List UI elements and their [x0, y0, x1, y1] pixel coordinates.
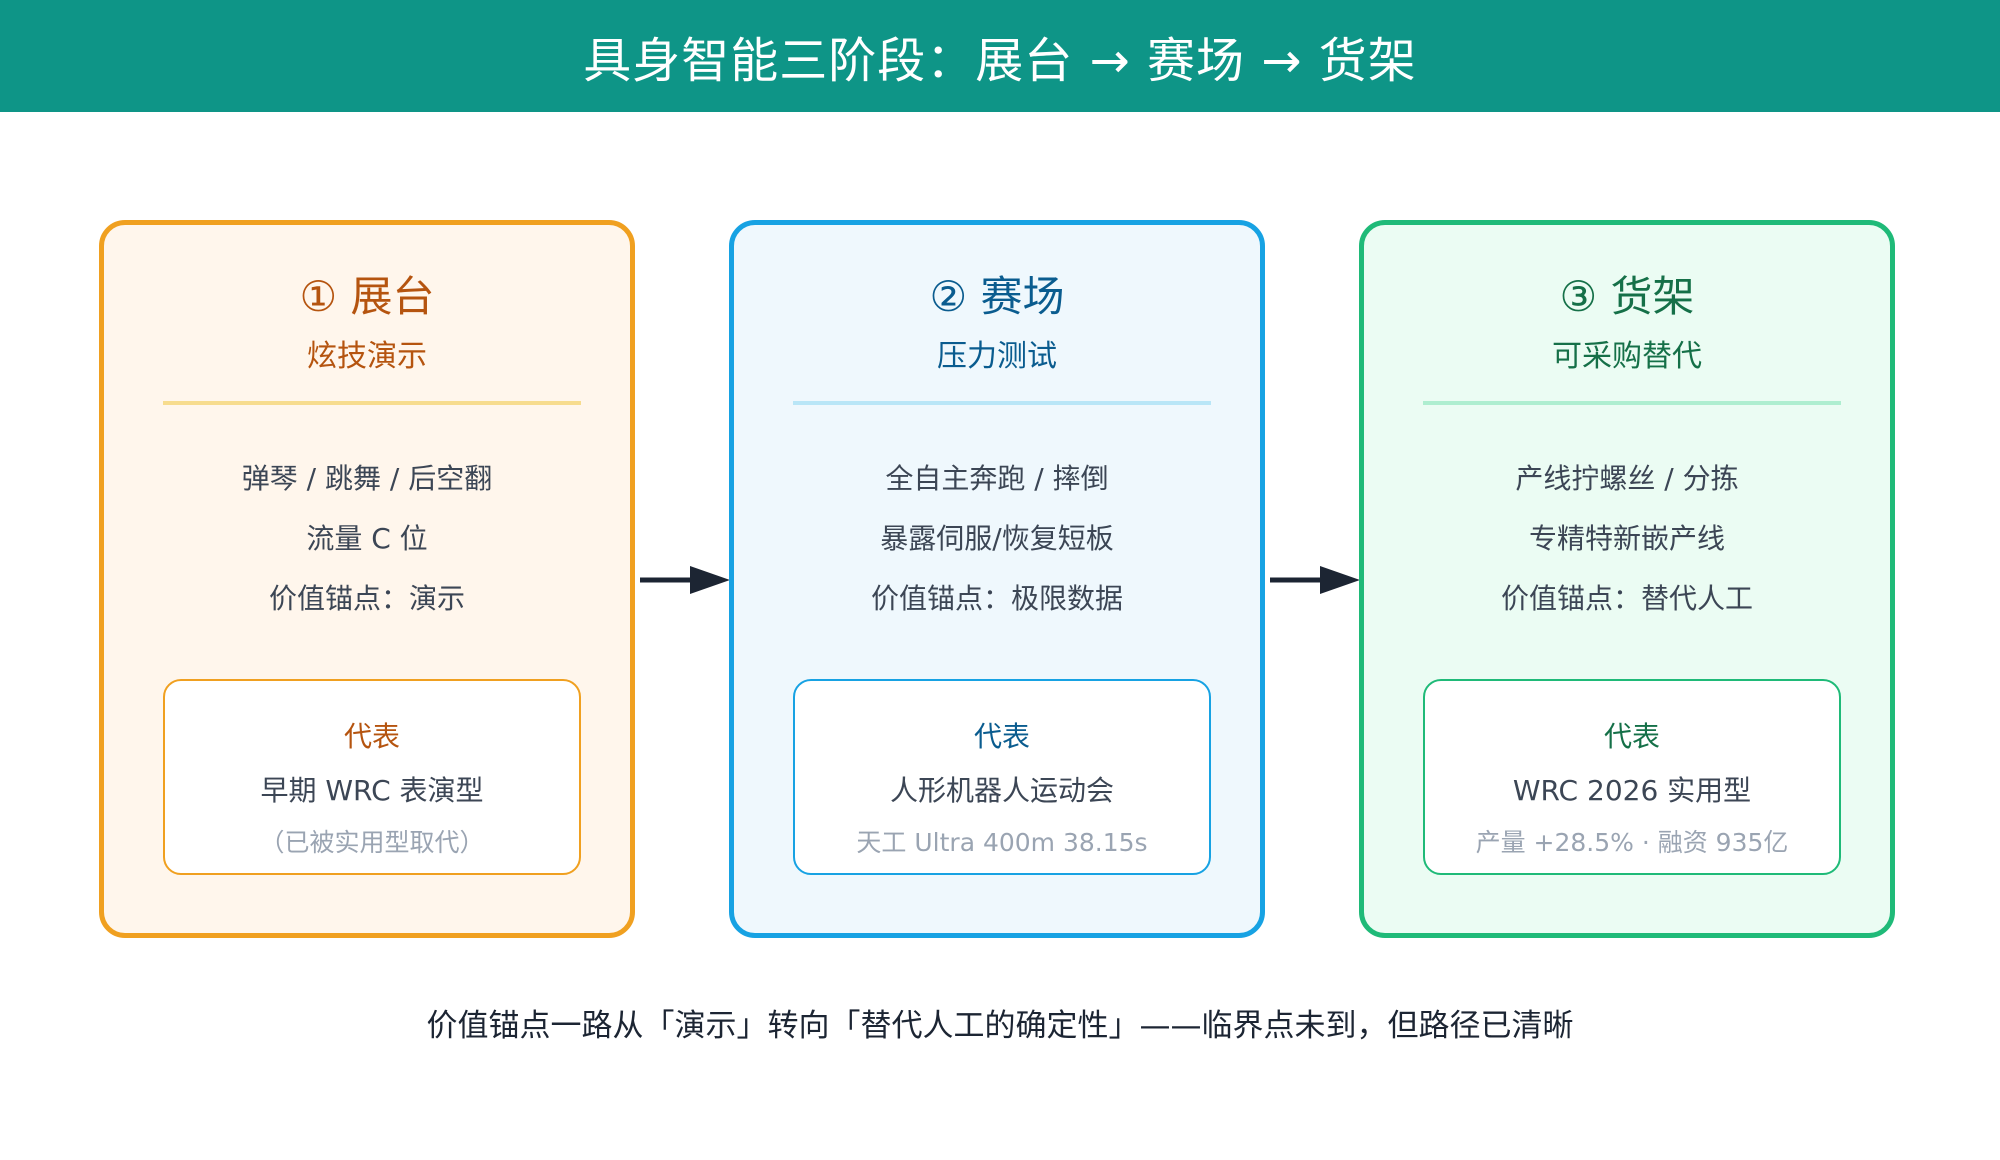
representative-box: 代表 早期 WRC 表演型 （已被实用型取代） — [163, 679, 581, 875]
stage-card-shelf: ③ 货架 可采购替代 产线拧螺丝 / 分拣 专精特新嵌产线 价值锚点：替代人工 … — [1359, 220, 1895, 938]
stage-bullets: 全自主奔跑 / 摔倒 暴露伺服/恢复短板 价值锚点：极限数据 — [734, 449, 1260, 629]
stage-bullet: 流量 C 位 — [306, 522, 428, 555]
stage-bullet: 价值锚点：替代人工 — [1500, 582, 1753, 615]
footer-summary: 价值锚点一路从「演示」转向「替代人工的确定性」——临界点未到，但路径已清晰 — [426, 1008, 1574, 1044]
stage-title: ③ 货架 — [1559, 272, 1695, 321]
representative-box: 代表 人形机器人运动会 天工 Ultra 400m 38.15s — [793, 679, 1211, 875]
arrow-right-icon — [1270, 566, 1360, 594]
stage-title: ① 展台 — [299, 272, 435, 321]
stage-bullets: 弹琴 / 跳舞 / 后空翻 流量 C 位 价值锚点：演示 — [104, 449, 630, 629]
arrow-right-icon — [640, 566, 730, 594]
stage-bullet: 产线拧螺丝 / 分拣 — [1515, 462, 1739, 495]
representative-note: （已被实用型取代） — [259, 828, 485, 857]
representative-name: WRC 2026 实用型 — [1512, 774, 1752, 807]
representative-name: 早期 WRC 表演型 — [260, 774, 484, 807]
stage-bullet: 价值锚点：演示 — [268, 582, 465, 615]
stage-divider — [793, 401, 1211, 405]
header-bar: 具身智能三阶段：展台 → 赛场 → 货架 — [0, 0, 2000, 112]
representative-label: 代表 — [973, 720, 1030, 753]
stage-card-showcase: ① 展台 炫技演示 弹琴 / 跳舞 / 后空翻 流量 C 位 价值锚点：演示 代… — [99, 220, 635, 938]
representative-box: 代表 WRC 2026 实用型 产量 +28.5% · 融资 935亿 — [1423, 679, 1841, 875]
representative-note: 产量 +28.5% · 融资 935亿 — [1475, 828, 1789, 857]
stage-title: ② 赛场 — [929, 272, 1065, 321]
stage-bullet: 价值锚点：极限数据 — [870, 582, 1123, 615]
page-title: 具身智能三阶段：展台 → 赛场 → 货架 — [583, 33, 1417, 89]
stage-divider — [1423, 401, 1841, 405]
stage-subtitle: 可采购替代 — [1552, 339, 1702, 374]
stage-bullet: 暴露伺服/恢复短板 — [880, 522, 1114, 555]
stage-bullet: 全自主奔跑 / 摔倒 — [885, 462, 1109, 495]
representative-name: 人形机器人运动会 — [889, 774, 1114, 807]
stage-bullet: 弹琴 / 跳舞 / 后空翻 — [241, 462, 493, 495]
stage-bullets: 产线拧螺丝 / 分拣 专精特新嵌产线 价值锚点：替代人工 — [1364, 449, 1890, 629]
stage-bullet: 专精特新嵌产线 — [1528, 522, 1725, 555]
representative-label: 代表 — [1603, 720, 1660, 753]
representative-note: 天工 Ultra 400m 38.15s — [856, 828, 1148, 857]
stage-subtitle: 炫技演示 — [307, 339, 427, 374]
stage-divider — [163, 401, 581, 405]
representative-label: 代表 — [343, 720, 400, 753]
stage-card-arena: ② 赛场 压力测试 全自主奔跑 / 摔倒 暴露伺服/恢复短板 价值锚点：极限数据… — [729, 220, 1265, 938]
stage-subtitle: 压力测试 — [937, 339, 1057, 374]
